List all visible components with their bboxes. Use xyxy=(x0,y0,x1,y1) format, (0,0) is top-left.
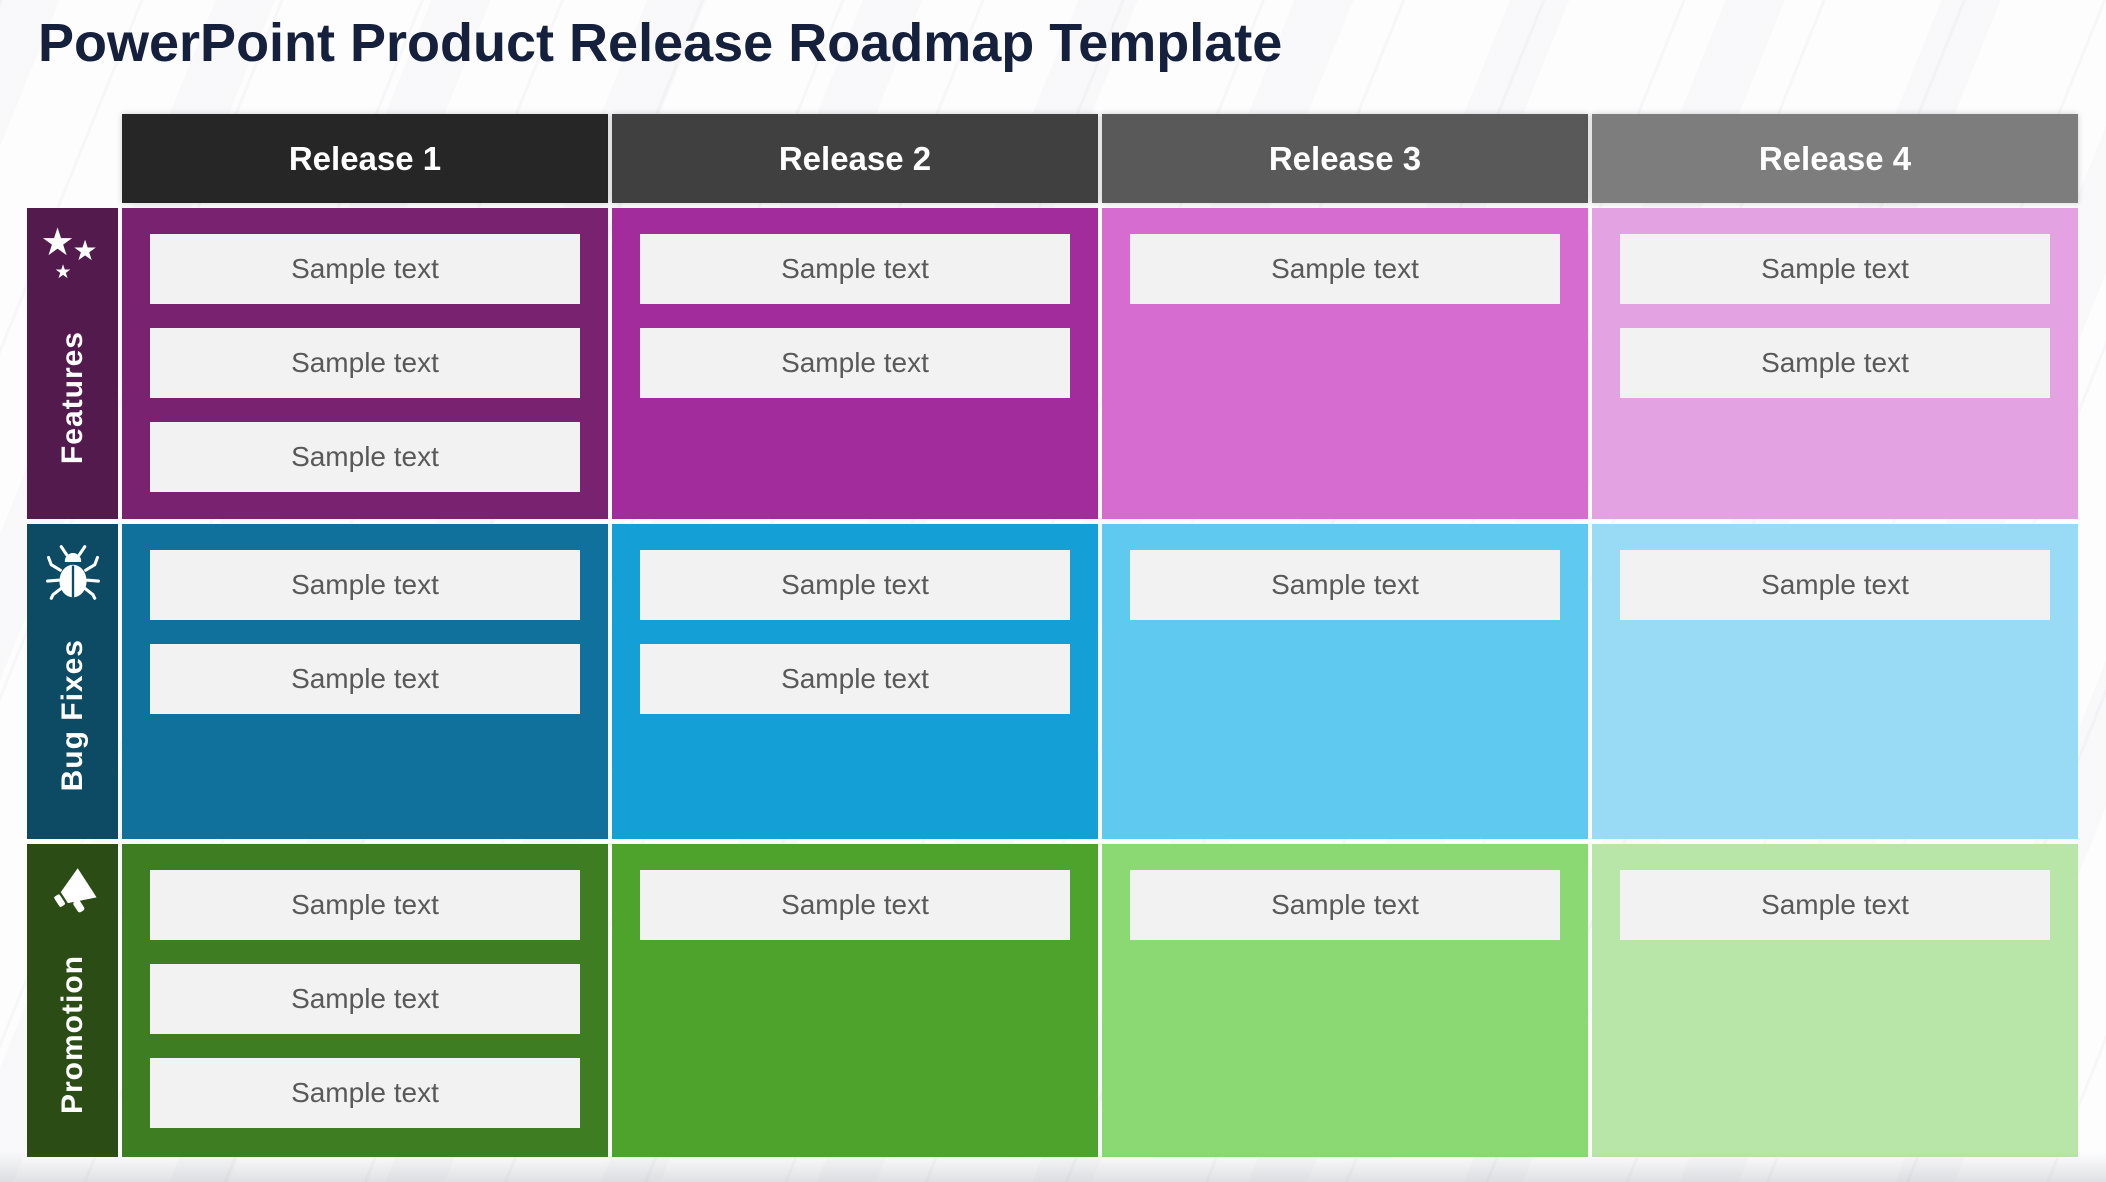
sample-text-box[interactable]: Sample text xyxy=(640,328,1070,398)
sample-text-box[interactable]: Sample text xyxy=(150,422,580,492)
sample-text-box[interactable]: Sample text xyxy=(640,550,1070,620)
stars-icon: ★ ★ ★ xyxy=(40,220,98,283)
sample-text-box[interactable]: Sample text xyxy=(150,328,580,398)
sample-text-box[interactable]: Sample text xyxy=(150,1058,580,1128)
sample-text-box[interactable]: Sample text xyxy=(150,550,580,620)
page-title: PowerPoint Product Release Roadmap Templ… xyxy=(38,13,1283,73)
sample-text-box[interactable]: Sample text xyxy=(1130,870,1560,940)
row-label-features: Features xyxy=(55,330,89,465)
cell-promotion-release-3: Sample text xyxy=(1102,844,1588,1157)
cell-features-release-1: Sample text Sample text Sample text xyxy=(122,208,608,519)
sample-text-box[interactable]: Sample text xyxy=(1620,234,2050,304)
cell-features-release-4: Sample text Sample text xyxy=(1592,208,2078,519)
cell-promotion-release-4: Sample text xyxy=(1592,844,2078,1157)
column-header-release-2: Release 2 xyxy=(612,114,1098,203)
megaphone-icon xyxy=(43,860,103,924)
cell-promotion-release-2: Sample text xyxy=(612,844,1098,1157)
sample-text-box[interactable]: Sample text xyxy=(1620,870,2050,940)
sample-text-box[interactable]: Sample text xyxy=(150,234,580,304)
roadmap-table: Release 1 Release 2 Release 3 Release 4 … xyxy=(27,114,2078,1157)
column-header-release-4: Release 4 xyxy=(1592,114,2078,203)
column-header-release-3: Release 3 xyxy=(1102,114,1588,203)
bug-icon xyxy=(44,540,102,604)
page-bottom-shadow xyxy=(0,1152,2106,1182)
column-header-release-1: Release 1 xyxy=(122,114,608,203)
cell-features-release-3: Sample text xyxy=(1102,208,1588,519)
row-header-promotion: Promotion xyxy=(27,844,118,1157)
cell-bug-fixes-release-2: Sample text Sample text xyxy=(612,524,1098,839)
table-corner-spacer xyxy=(27,114,118,203)
row-label-bug-fixes: Bug Fixes xyxy=(55,639,89,792)
row-header-features: ★ ★ ★ Features xyxy=(27,208,118,519)
sample-text-box[interactable]: Sample text xyxy=(1130,234,1560,304)
sample-text-box[interactable]: Sample text xyxy=(640,870,1070,940)
sample-text-box[interactable]: Sample text xyxy=(150,964,580,1034)
sample-text-box[interactable]: Sample text xyxy=(640,234,1070,304)
sample-text-box[interactable]: Sample text xyxy=(1130,550,1560,620)
cell-bug-fixes-release-1: Sample text Sample text xyxy=(122,524,608,839)
row-header-bug-fixes: Bug Fixes xyxy=(27,524,118,839)
cell-promotion-release-1: Sample text Sample text Sample text xyxy=(122,844,608,1157)
cell-bug-fixes-release-4: Sample text xyxy=(1592,524,2078,839)
cell-features-release-2: Sample text Sample text xyxy=(612,208,1098,519)
sample-text-box[interactable]: Sample text xyxy=(640,644,1070,714)
row-label-promotion: Promotion xyxy=(55,955,89,1114)
sample-text-box[interactable]: Sample text xyxy=(150,870,580,940)
cell-bug-fixes-release-3: Sample text xyxy=(1102,524,1588,839)
sample-text-box[interactable]: Sample text xyxy=(150,644,580,714)
sample-text-box[interactable]: Sample text xyxy=(1620,328,2050,398)
sample-text-box[interactable]: Sample text xyxy=(1620,550,2050,620)
